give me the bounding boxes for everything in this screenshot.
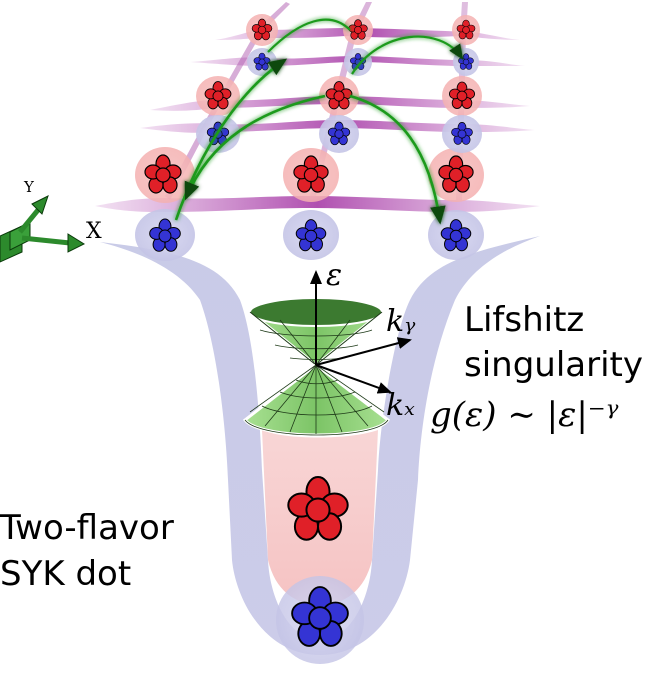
syk-dot [276, 576, 364, 664]
ky-axis-arrow [315, 337, 412, 366]
dirac-cone [242, 270, 412, 437]
kx-axis-arrow [315, 364, 392, 394]
syk-dot-label-line2: SYK dot [0, 554, 132, 594]
kx-axis-label: kₓ [386, 388, 415, 423]
y-axis-label: Y [24, 178, 34, 196]
syk-dot-label-line1: Two-flavor [0, 508, 174, 548]
energy-axis-label: ε [326, 258, 343, 293]
density-of-states-formula: g(ε) ∼ |ε|⁻ᵞ [430, 395, 619, 435]
lifshitz-label-line1: Lifshitz [464, 300, 585, 340]
x-axis-label: X [86, 219, 102, 244]
xy-axis-triad [0, 195, 86, 263]
ky-axis-label: kᵧ [386, 304, 416, 339]
hopping-arrows [174, 18, 464, 225]
lifshitz-label-line2: singularity [464, 345, 643, 385]
